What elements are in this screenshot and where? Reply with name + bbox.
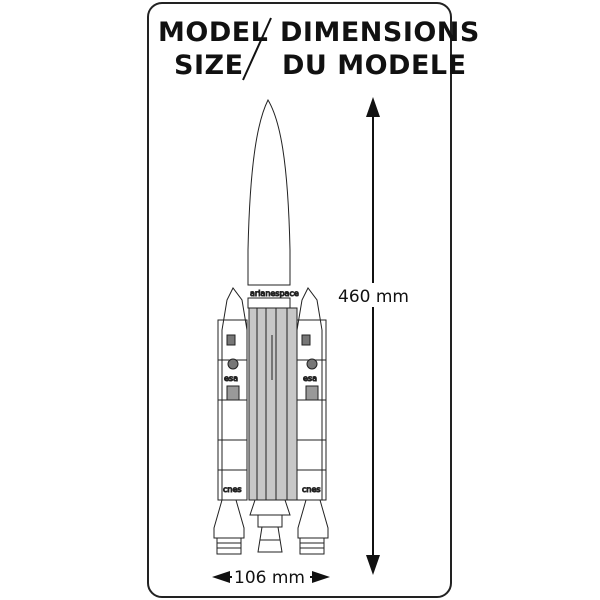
height-label: 460 mm xyxy=(338,287,409,307)
right-booster-nozzle xyxy=(299,537,325,555)
height-label-bg xyxy=(336,283,416,307)
width-label-bg xyxy=(232,566,310,588)
right-booster-cnes: cnes xyxy=(302,485,321,494)
right-booster-skirt xyxy=(297,499,329,539)
left-booster-skirt xyxy=(213,499,245,539)
rocket-core xyxy=(248,307,298,501)
title-fr-line1: DIMENSIONS xyxy=(280,17,480,48)
frame-border xyxy=(147,2,452,598)
left-booster-esa: esa xyxy=(224,374,238,383)
left-booster-cnes: cnes xyxy=(223,485,242,494)
title-fr-line2: DU MODELE xyxy=(282,50,467,81)
core-logo: arianespace xyxy=(250,289,299,298)
right-booster-esa: esa xyxy=(303,374,317,383)
title-separator xyxy=(242,17,272,81)
left-booster-nozzle xyxy=(216,537,242,555)
width-label: 106 mm xyxy=(234,568,305,588)
rocket-fairing xyxy=(247,98,291,286)
rocket-drawing: arianespace esa cnes esa cnes xyxy=(213,98,329,555)
height-dimension-arrow xyxy=(366,97,380,575)
title-en-line2: SIZE xyxy=(174,50,244,81)
title-en-line1: MODEL xyxy=(158,17,268,48)
